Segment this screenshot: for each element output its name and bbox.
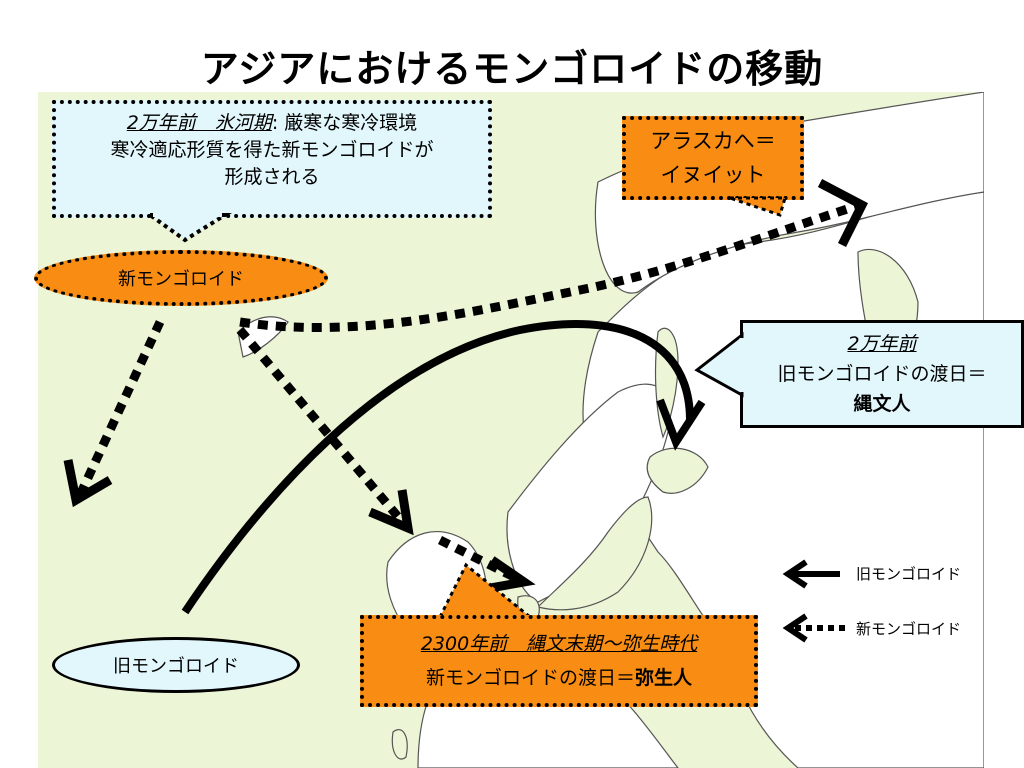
- alaska-callout: アラスカへ＝ イヌイット: [622, 116, 804, 200]
- ice-age-description: : 厳寒な寒冷環境: [271, 112, 418, 134]
- yayoi-line2: 新モンゴロイドの渡日＝: [425, 667, 635, 689]
- new-mongoloid-alaska-arrow: [239, 200, 862, 333]
- alaska-arrowhead: [817, 179, 868, 248]
- jomon-line2: 旧モンゴロイドの渡日＝: [777, 363, 987, 385]
- new-mongoloid-southwest-arrow: [75, 320, 165, 497]
- ice-age-line2: 寒冷適応形質を得た新モンゴロイドが: [110, 139, 434, 161]
- yayoi-period: 2300年前 縄文末期～弥生時代: [420, 633, 698, 655]
- alaska-line1: アラスカへ＝: [650, 129, 776, 153]
- legend-new-arrowhead: [782, 613, 808, 643]
- ice-age-callout: 2万年前 氷河期: 厳寒な寒冷環境 寒冷適応形質を得た新モンゴロイドが 形成され…: [52, 100, 492, 218]
- new-mongoloid-label: 新モンゴロイド: [118, 269, 244, 290]
- southwest-arrowhead: [63, 459, 113, 508]
- new-mongoloid-korea-arrow: [236, 327, 409, 528]
- japan-arrowhead: [489, 556, 536, 593]
- old-mongoloid-arrowhead: [656, 398, 706, 451]
- ice-age-period: 2万年前 氷河期: [126, 112, 272, 134]
- alaska-line2: イヌイット: [660, 163, 766, 187]
- yayoi-callout: 2300年前 縄文末期～弥生時代 新モンゴロイドの渡日＝弥生人: [360, 615, 758, 707]
- jomon-line3: 縄文人: [853, 393, 911, 415]
- island-hokkaido: [646, 447, 709, 494]
- old-mongoloid-route-arrow: [181, 320, 694, 615]
- legend-old-arrowhead: [782, 559, 808, 589]
- island-taiwan: [391, 729, 408, 760]
- old-mongoloid-label: 旧モンゴロイド: [113, 656, 239, 677]
- page-title: アジアにおけるモンゴロイドの移動: [200, 47, 824, 91]
- jomon-period: 2万年前: [847, 333, 917, 355]
- old-mongoloid-oval: 旧モンゴロイド: [52, 637, 300, 693]
- ice-age-line3: 形成される: [224, 166, 320, 188]
- legend-new-label: 新モンゴロイド: [856, 620, 962, 638]
- legend-old-label: 旧モンゴロイド: [856, 565, 962, 583]
- jomon-callout: 2万年前 旧モンゴロイドの渡日＝ 縄文人: [740, 320, 1024, 428]
- new-mongoloid-oval: 新モンゴロイド: [34, 250, 328, 306]
- korea-arrowhead: [368, 489, 414, 536]
- yayoi-people: 弥生人: [635, 667, 693, 689]
